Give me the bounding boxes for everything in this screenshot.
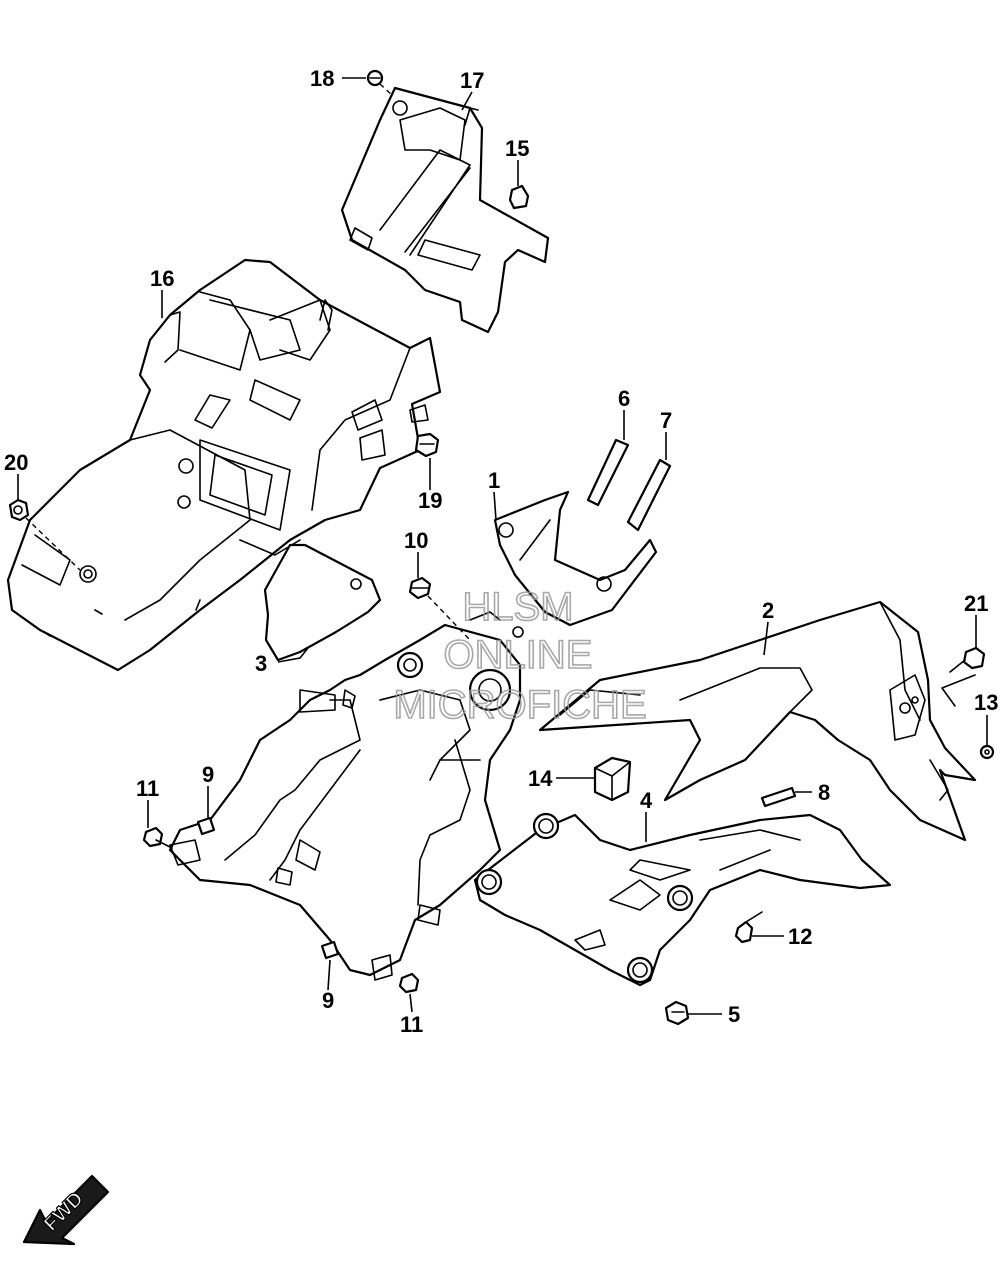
callout-10: 10 bbox=[404, 528, 428, 553]
leader-lines bbox=[17, 77, 988, 1015]
callout-18: 18 bbox=[310, 66, 334, 91]
callout-9-lower: 9 bbox=[322, 988, 334, 1013]
callout-14: 14 bbox=[528, 766, 553, 791]
part-20-bolt bbox=[8, 498, 81, 571]
callout-21: 21 bbox=[964, 591, 988, 616]
part-6-strip bbox=[586, 438, 630, 507]
watermark-line3: MICROFICHE bbox=[393, 683, 646, 727]
callout-6: 6 bbox=[618, 386, 630, 411]
callout-8: 8 bbox=[818, 780, 830, 805]
fwd-arrow-icon: FWD bbox=[22, 1174, 110, 1246]
callout-17: 17 bbox=[460, 68, 484, 93]
callout-7: 7 bbox=[660, 408, 672, 433]
part-16-undertray bbox=[6, 258, 442, 672]
callout-12: 12 bbox=[788, 924, 812, 949]
callout-20: 20 bbox=[4, 450, 28, 475]
part-3-shield bbox=[263, 543, 382, 662]
callout-labels: 18 17 15 16 20 19 6 7 1 10 3 2 21 13 9 1… bbox=[4, 66, 998, 1037]
callout-5: 5 bbox=[728, 1002, 740, 1027]
callout-2: 2 bbox=[762, 598, 774, 623]
callout-13: 13 bbox=[974, 690, 998, 715]
part-18-screw bbox=[366, 69, 394, 97]
part-11-screw-bottom bbox=[398, 972, 420, 994]
callout-16: 16 bbox=[150, 266, 174, 291]
part-9-clip-upper bbox=[196, 816, 216, 836]
watermark-line1: HLSM bbox=[462, 585, 573, 629]
part-9-clip-lower bbox=[320, 940, 340, 960]
callout-11-left: 11 bbox=[136, 776, 159, 801]
callout-11-bottom: 11 bbox=[400, 1012, 423, 1037]
callout-1: 1 bbox=[488, 468, 500, 493]
part-19-bolt bbox=[414, 432, 440, 458]
part-7-strip bbox=[626, 458, 672, 532]
main-frame bbox=[168, 611, 524, 981]
part-10-bolt bbox=[408, 576, 471, 641]
callout-15: 15 bbox=[505, 136, 529, 161]
part-8-strip bbox=[760, 786, 797, 808]
watermark: HLSM ONLINE MICROFICHE bbox=[393, 584, 648, 728]
callout-4: 4 bbox=[640, 788, 653, 813]
part-5-nut bbox=[664, 1000, 690, 1026]
part-15-cap bbox=[508, 184, 530, 210]
part-12-screw bbox=[734, 911, 763, 944]
callout-9-upper: 9 bbox=[202, 762, 214, 787]
part-1-bracket bbox=[493, 490, 658, 627]
callout-3: 3 bbox=[255, 651, 267, 676]
part-11-screw-left bbox=[142, 826, 173, 849]
part-14-block bbox=[593, 756, 632, 802]
part-2-fender bbox=[538, 600, 977, 842]
callout-19: 19 bbox=[418, 488, 442, 513]
part-4-bracket bbox=[473, 812, 892, 987]
watermark-line2: ONLINE bbox=[444, 633, 593, 677]
part-17-bracket bbox=[340, 86, 550, 334]
part-13-washer bbox=[979, 744, 995, 760]
